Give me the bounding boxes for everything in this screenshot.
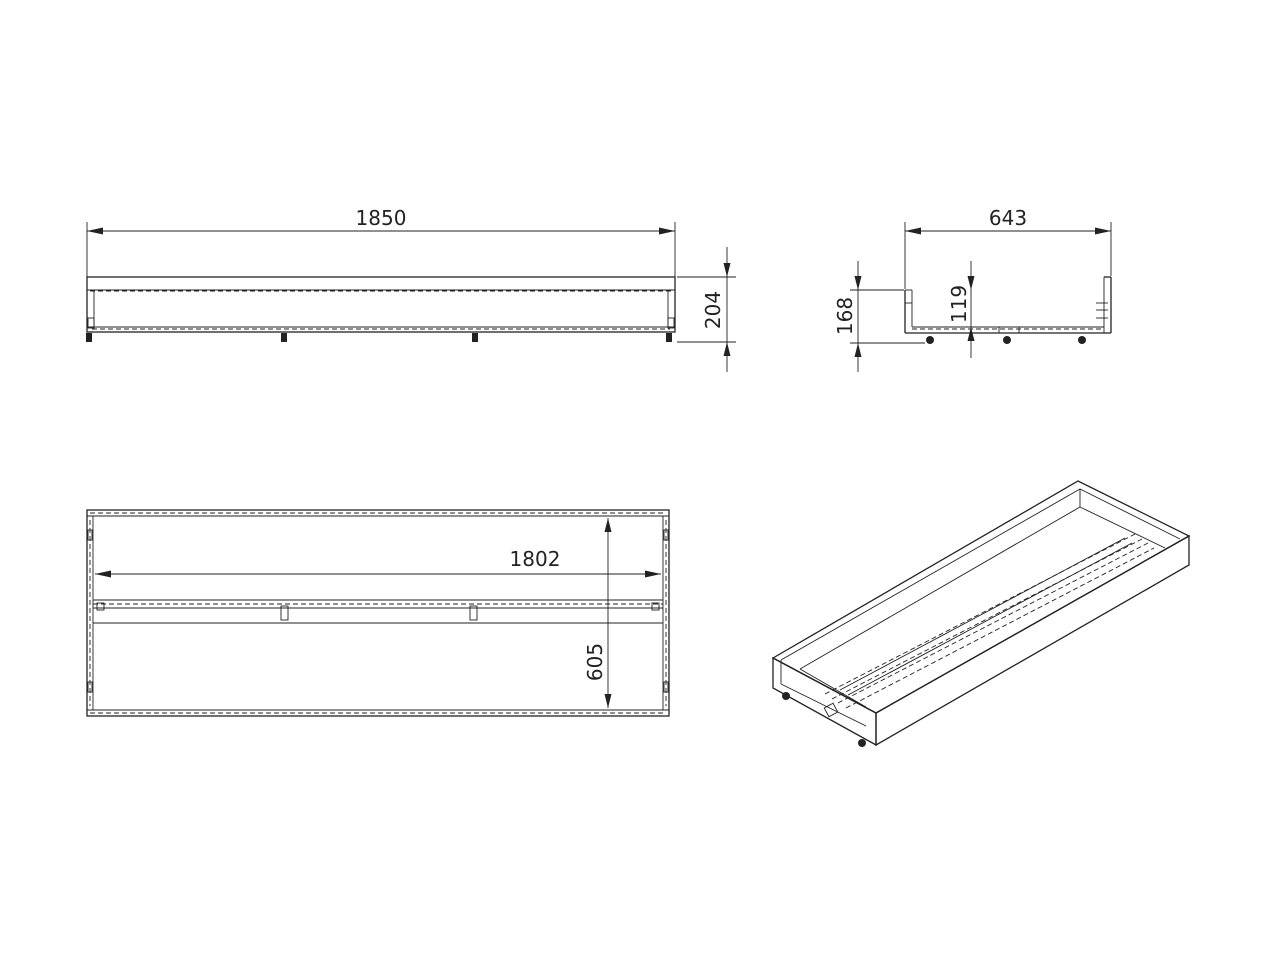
side-inner-height-dimension: 119 [947,261,975,358]
front-height-label: 204 [701,291,725,329]
isometric-view [771,480,1191,747]
side-outer-height-label: 168 [833,297,857,335]
front-height-dimension: 204 [677,247,736,372]
top-depth-dimension: 605 [583,518,612,708]
side-inner-height-label: 119 [947,285,971,323]
front-view [86,276,676,342]
side-width-label: 643 [989,206,1027,230]
front-length-dimension: 1850 [86,206,676,278]
top-view [86,509,670,717]
top-depth-label: 605 [583,643,607,681]
top-inner-length-label: 1802 [510,547,561,571]
side-view [904,276,1112,344]
side-width-dimension: 643 [904,206,1112,289]
side-outer-height-dimension: 168 [833,261,925,372]
front-length-label: 1850 [356,206,407,230]
top-inner-length-dimension: 1802 [95,547,661,578]
